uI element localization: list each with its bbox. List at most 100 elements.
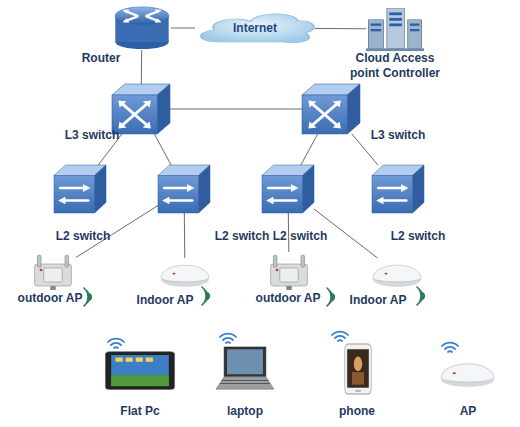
icon-shape xyxy=(35,255,72,286)
icon-shape xyxy=(291,184,298,192)
icon-shape xyxy=(385,273,388,275)
network-device: outdoor AP xyxy=(30,252,76,292)
network-device: L3 switch xyxy=(302,84,360,134)
icon-shape xyxy=(401,184,408,192)
icon-shape xyxy=(121,103,148,126)
icon-shape xyxy=(143,122,151,129)
icon-shape xyxy=(273,255,277,267)
device-label: laptop xyxy=(227,404,263,419)
icon-shape xyxy=(371,23,381,25)
icon-shape xyxy=(389,18,402,21)
network-link xyxy=(141,50,142,84)
icon-shape xyxy=(58,197,65,205)
icon-shape xyxy=(50,286,56,290)
iap-icon xyxy=(160,258,210,288)
icon-shape xyxy=(146,358,153,362)
icon-shape xyxy=(199,165,210,213)
network-device: L2 switch xyxy=(262,165,314,213)
icon-shape xyxy=(376,197,383,205)
icon-shape xyxy=(187,184,194,192)
wifi-symbol xyxy=(108,339,124,348)
icon-shape xyxy=(95,165,106,213)
oap-icon xyxy=(30,252,76,292)
network-device: laptop xyxy=(216,345,274,393)
icon-shape xyxy=(303,165,314,213)
icon-shape xyxy=(220,381,270,384)
device-label: L2 switch xyxy=(56,229,111,244)
icon-shape xyxy=(352,372,364,384)
icon-shape xyxy=(389,23,402,26)
wifi-arcs xyxy=(202,287,209,305)
device-wifi xyxy=(108,332,458,352)
icon-shape xyxy=(355,390,361,392)
network-link xyxy=(184,213,186,258)
wifi-arcs xyxy=(332,332,348,341)
network-link xyxy=(170,109,302,110)
icon-shape xyxy=(201,14,314,43)
icon-shape xyxy=(408,20,422,49)
device-label: Flat Pc xyxy=(120,404,159,419)
icon-shape xyxy=(410,29,419,31)
icon-shape xyxy=(126,358,133,362)
device-label: Router xyxy=(82,51,121,66)
wifi-symbol xyxy=(84,288,91,306)
icon-shape xyxy=(158,176,199,213)
l2-icon xyxy=(372,165,424,213)
network-link xyxy=(154,134,171,165)
device-label: AP xyxy=(460,404,477,419)
device-label: Indoor AP xyxy=(137,293,194,308)
device-label: Internet xyxy=(233,21,277,36)
device-label: L3 switch xyxy=(371,128,426,143)
icon-shape xyxy=(276,269,279,271)
device-label: L2 switch xyxy=(273,229,328,244)
icon-shape xyxy=(308,101,316,108)
icon-shape xyxy=(366,48,424,51)
icon-shape xyxy=(286,286,292,290)
network-device: Cloud Access point Controller xyxy=(366,6,424,52)
wifi-arcs xyxy=(108,339,124,348)
network-device: AP xyxy=(440,356,495,388)
icon-shape xyxy=(376,184,408,204)
icon-shape xyxy=(155,10,162,14)
icon-shape xyxy=(157,84,170,134)
icon-shape xyxy=(126,11,158,21)
icon-shape xyxy=(122,18,129,22)
icon-shape xyxy=(372,176,413,213)
icon-shape xyxy=(118,101,126,108)
wifi-symbol xyxy=(220,334,236,343)
icon-shape xyxy=(413,165,424,213)
network-device: L2 switch xyxy=(54,165,106,213)
icon-shape xyxy=(333,122,341,129)
network-device: Flat Pc xyxy=(104,350,176,392)
ap-icon xyxy=(440,356,495,388)
wifi-arcs xyxy=(442,343,458,352)
network-device: phone xyxy=(343,343,373,395)
icon-shape xyxy=(271,255,308,286)
icon-shape xyxy=(118,101,150,129)
icon-shape xyxy=(111,355,169,386)
icon-shape xyxy=(308,122,316,129)
icon-shape xyxy=(105,352,174,390)
icon-shape xyxy=(155,18,162,22)
device-label: phone xyxy=(339,404,375,419)
icon-shape xyxy=(162,184,194,204)
icon-shape xyxy=(126,11,158,21)
icon-shape xyxy=(58,184,90,204)
tab-icon xyxy=(104,350,176,392)
icon-shape xyxy=(333,101,341,108)
network-device: Router xyxy=(113,6,171,50)
icon-shape xyxy=(311,103,338,126)
icon-shape xyxy=(121,103,148,126)
l2-icon xyxy=(54,165,106,213)
device-label: L3 switch xyxy=(65,128,120,143)
icon-shape xyxy=(371,12,420,31)
wifi-arcs xyxy=(220,334,236,343)
lap-icon xyxy=(216,345,274,393)
device-label: outdoor AP xyxy=(18,291,83,306)
icon-shape xyxy=(111,375,169,386)
icon-shape xyxy=(122,10,161,23)
oap-icon xyxy=(266,252,312,292)
icon-shape xyxy=(308,101,340,129)
icon-shape xyxy=(371,29,381,31)
